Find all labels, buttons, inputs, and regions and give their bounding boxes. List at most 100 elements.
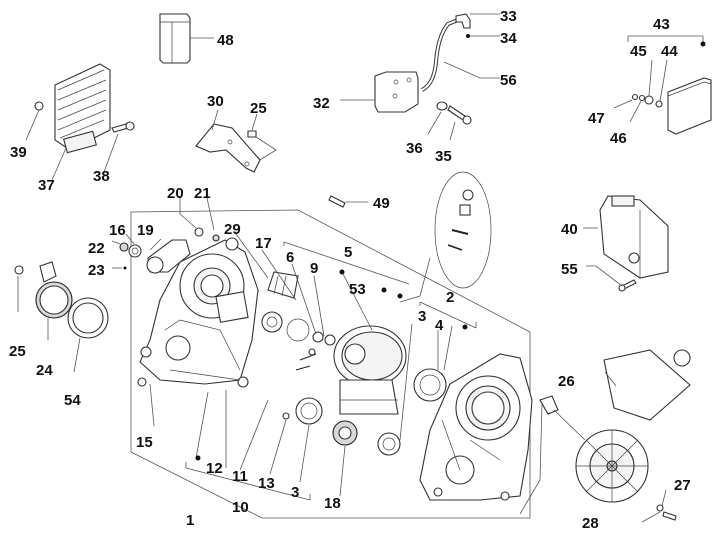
callout-28: 28 (582, 515, 599, 532)
part-32-module (374, 71, 419, 113)
callout-54: 54 (64, 392, 81, 409)
callout-4: 4 (435, 317, 444, 334)
callout-20: 20 (167, 185, 184, 202)
callout-47: 47 (588, 110, 605, 127)
callout-30: 30 (207, 93, 224, 110)
callout-22: 22 (88, 240, 105, 257)
callout-32: 32 (313, 95, 330, 112)
callout-48: 48 (217, 32, 234, 49)
callout-25-left: 25 (9, 343, 26, 360)
part-34-washer (466, 34, 470, 38)
callout-37: 37 (38, 177, 55, 194)
part-19-lever (146, 239, 191, 274)
part-15-plug (137, 377, 147, 387)
callout-36: 36 (406, 140, 423, 157)
leader-lines (17, 13, 704, 523)
callout-10: 10 (232, 499, 249, 516)
callout-5: 5 (344, 244, 352, 261)
part-6-circlip (286, 318, 310, 342)
callout-13: 13 (258, 475, 275, 492)
part-55-screw (618, 279, 637, 292)
part-39-nut (34, 101, 44, 111)
part-13-pin (282, 412, 290, 420)
part-47-nut (631, 93, 639, 101)
part-53-pulley-assembly (333, 325, 407, 415)
callout-44: 44 (661, 43, 678, 60)
callout-9: 9 (310, 260, 318, 277)
callout-19: 19 (137, 222, 154, 239)
part-17-filter (267, 271, 299, 299)
part-18-gear (332, 420, 358, 446)
callout-23: 23 (88, 262, 105, 279)
part-36-washer (436, 101, 448, 111)
callout-15: 15 (136, 434, 153, 451)
part-11-seal (261, 311, 283, 333)
small-pin-assembly (295, 348, 317, 371)
callout-16: 16 (109, 222, 126, 239)
part-12-left-casing-half (139, 237, 259, 388)
callout-46: 46 (610, 130, 627, 147)
part-24-gasket (35, 261, 73, 319)
part-40-control-unit (599, 195, 669, 279)
part-25-screw-top (247, 130, 257, 138)
part-4-oil-seal (413, 368, 447, 402)
part-30-bracket (195, 123, 261, 173)
part-3-bearing-center (377, 432, 401, 456)
part-43-control-unit (667, 77, 712, 135)
part-21-nut (212, 234, 220, 242)
callout-3-lower: 3 (291, 484, 299, 501)
callout-34: 34 (500, 30, 517, 47)
part-56-hose (420, 18, 459, 92)
inset-detail-oval (434, 171, 492, 289)
callout-25-top: 25 (250, 100, 267, 117)
part-26-electric-motor (539, 349, 691, 503)
part-45-spacer (644, 95, 654, 105)
part-16-washer (128, 244, 142, 258)
part-38-screw (111, 121, 135, 133)
callout-18: 18 (324, 495, 341, 512)
part-44-bushing (655, 100, 663, 108)
callout-39: 39 (10, 144, 27, 161)
kit-marker-dots (195, 41, 706, 461)
callout-26: 26 (558, 373, 575, 390)
callout-40: 40 (561, 221, 578, 238)
part-20-washer (194, 227, 204, 237)
part-35-screw (447, 105, 472, 125)
callout-1: 1 (186, 512, 194, 529)
part-54-o-ring-gasket (67, 297, 109, 339)
callout-27: 27 (674, 477, 691, 494)
part-23-washer (123, 266, 127, 270)
callout-38: 38 (93, 168, 110, 185)
part-37-voltage-regulator (54, 63, 111, 154)
callout-17: 17 (255, 235, 272, 252)
callout-3-upper: 3 (418, 308, 426, 325)
callout-11: 11 (232, 468, 248, 485)
callout-21: 21 (194, 185, 211, 202)
casing-kit-outline (130, 209, 531, 519)
callout-56: 56 (500, 72, 517, 89)
callout-2: 2 (446, 289, 454, 306)
part-48-cover-block (159, 13, 191, 64)
callout-49: 49 (373, 195, 390, 212)
part-46-washer (638, 94, 646, 102)
callout-24: 24 (36, 362, 53, 379)
part-22-nut (119, 242, 129, 252)
part-9-bushing (312, 331, 336, 346)
callout-labels: 48 39 37 38 30 25 32 33 34 56 36 35 43 4… (9, 8, 691, 532)
callout-29: 29 (224, 221, 241, 238)
callout-6: 6 (286, 249, 294, 266)
part-3-bearing-lower-left (295, 397, 323, 425)
callout-55: 55 (561, 261, 578, 278)
part-27-screw (662, 511, 677, 521)
part-49-bolt (328, 195, 346, 208)
callout-53: 53 (349, 281, 366, 298)
part-33-elbow-fitting (455, 13, 471, 29)
part-28-washer (656, 504, 664, 512)
part-2-right-casing-half (419, 353, 533, 501)
part-25-screw-left (14, 265, 24, 275)
callout-43: 43 (653, 16, 670, 33)
callout-45: 45 (630, 43, 647, 60)
callout-33: 33 (500, 8, 517, 25)
callout-35: 35 (435, 148, 452, 165)
